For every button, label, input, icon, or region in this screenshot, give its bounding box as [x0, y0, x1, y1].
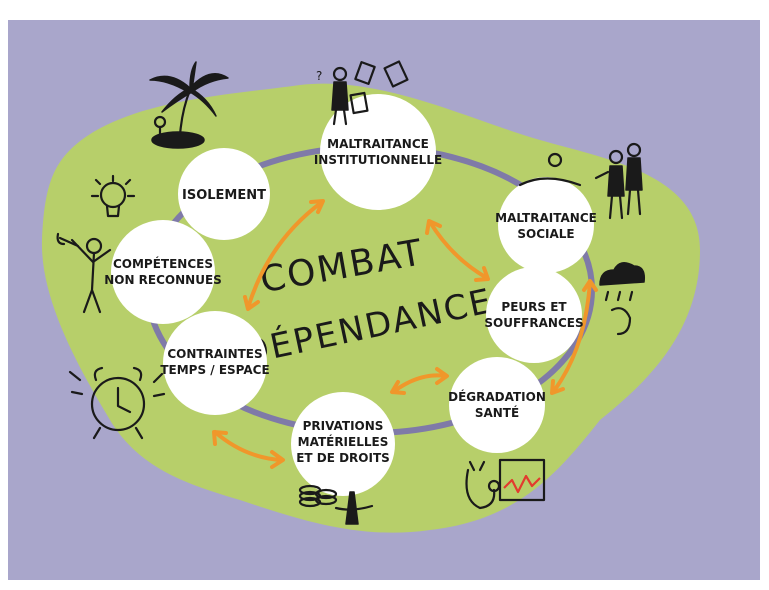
double-arrow-bottom-middle	[390, 367, 449, 395]
node-label-line: ISOLEMENT	[182, 188, 266, 203]
node-maltraitance-institutionnelle: MALTRAITANCE INSTITUTIONNELLE	[314, 94, 442, 210]
double-arrow-right-side	[550, 279, 598, 395]
palm-tree-icon	[149, 61, 229, 149]
wrench-person-icon	[56, 232, 112, 314]
node-privations: PRIVATIONS MATÉRIELLES ET DE DROITS	[291, 392, 395, 496]
alarm-clock-icon	[68, 366, 166, 440]
svg-text:?: ?	[316, 69, 322, 83]
node-label-line: DÉGRADATION	[448, 389, 546, 404]
node-label-line: SOUFFRANCES	[484, 316, 583, 330]
node-label-line: ET DE DROITS	[296, 451, 390, 465]
node-peurs-souffrances: PEURS ET SOUFFRANCES	[484, 267, 584, 363]
node-maltraitance-sociale: MALTRAITANCE SOCIALE	[495, 177, 597, 273]
node-label-line: MALTRAITANCE	[327, 137, 429, 151]
node-label-line: NON RECONNUES	[104, 273, 222, 287]
node-label-line: MATÉRIELLES	[298, 434, 389, 449]
double-arrow-right-top	[425, 219, 490, 282]
node-label-line: PEURS ET	[501, 300, 567, 314]
coins-icon	[298, 484, 374, 525]
confused-person-documents-icon: ?	[316, 60, 409, 126]
node-label-line: MALTRAITANCE	[495, 211, 597, 225]
rain-cloud-head-icon	[599, 262, 646, 336]
node-competences: COMPÉTENCES NON RECONNUES	[104, 220, 222, 324]
node-label-line: COMPÉTENCES	[113, 256, 213, 271]
node-label-line: PRIVATIONS	[303, 419, 384, 433]
node-degradation-sante: DÉGRADATION SANTÉ	[448, 357, 546, 453]
node-label-line: SANTÉ	[475, 405, 519, 420]
node-contraintes: CONTRAINTES TEMPS / ESPACE	[160, 311, 270, 415]
double-arrow-center-top	[243, 199, 325, 311]
node-label-line: CONTRAINTES	[167, 347, 262, 361]
node-label-line: TEMPS / ESPACE	[160, 363, 269, 377]
double-arrow-bottom-left	[212, 430, 285, 469]
gossiping-people-icon	[518, 142, 643, 220]
node-label-line: SOCIALE	[517, 227, 574, 241]
lightbulb-icon	[90, 174, 136, 218]
node-label-line: INSTITUTIONNELLE	[314, 153, 442, 167]
node-isolement: ISOLEMENT	[178, 148, 270, 240]
stethoscope-chart-icon	[465, 458, 546, 510]
